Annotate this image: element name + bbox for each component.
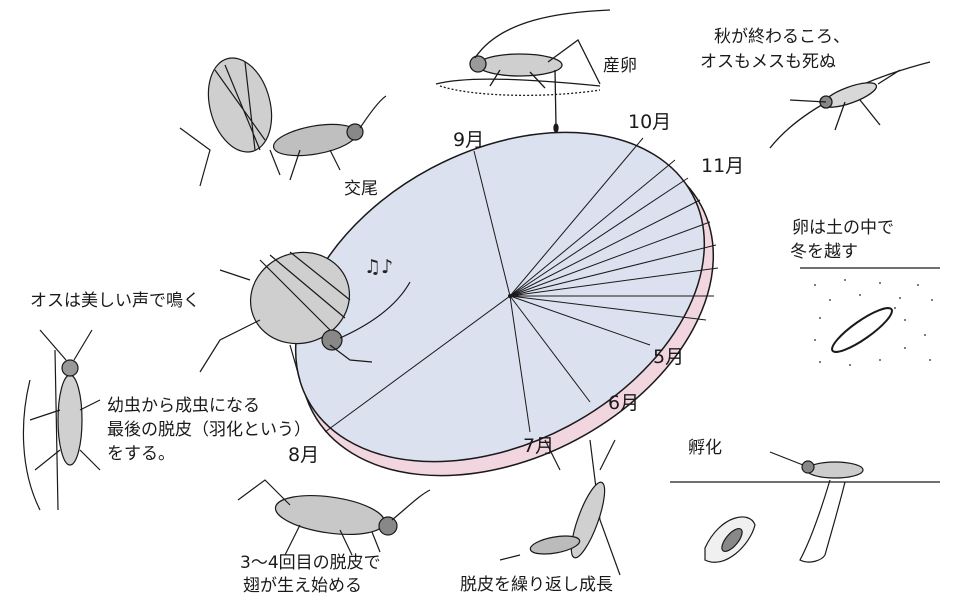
winter-caption-line1: 卵は土の中で <box>792 216 894 240</box>
emerging-cricket-illustration <box>23 330 100 510</box>
molting-caption: 脱皮を繰り返し成長 <box>460 573 613 597</box>
month-label-jul: 7月 <box>523 434 554 458</box>
month-label-may: 5月 <box>653 345 684 369</box>
singing-caption: オスは美しい声で鳴く <box>30 289 200 313</box>
music-notes: ♫♪ <box>364 256 393 278</box>
autumn-end-caption-line1: 秋が終わるころ、 <box>714 25 850 49</box>
egg-laying-caption: 産卵 <box>603 54 637 78</box>
overwintering-egg <box>827 302 896 358</box>
soil-egg-illustration <box>800 268 940 366</box>
month-label-jun: 6月 <box>608 391 639 415</box>
month-label-oct: 10月 <box>628 110 671 134</box>
emergence-caption-line3: をする。 <box>107 442 175 466</box>
emergence-caption-line2: 最後の脱皮（羽化という） <box>107 418 311 442</box>
hatching-illustration <box>670 452 940 562</box>
disc-center <box>508 294 512 298</box>
month-label-nov: 11月 <box>701 154 744 178</box>
dying-cricket-illustration <box>770 62 930 148</box>
month-label-sep: 9月 <box>453 128 484 152</box>
winter-caption-line2: 冬を越す <box>790 240 858 264</box>
wings-caption-line2: 翅が生え始める <box>243 574 362 598</box>
winged-nymph-illustration <box>238 480 430 555</box>
month-label-aug: 8月 <box>288 443 319 467</box>
emergence-caption-line1: 幼虫から成虫になる <box>107 394 260 418</box>
egg-laying-cricket-illustration <box>436 10 610 132</box>
autumn-end-caption-line2: オスもメスも死ぬ <box>700 50 836 74</box>
mating-crickets-illustration <box>180 51 386 186</box>
mating-caption: 交尾 <box>344 177 378 201</box>
hatching-caption: 孵化 <box>688 436 722 460</box>
wings-caption-line1: 3〜4回目の脱皮で <box>240 551 381 575</box>
